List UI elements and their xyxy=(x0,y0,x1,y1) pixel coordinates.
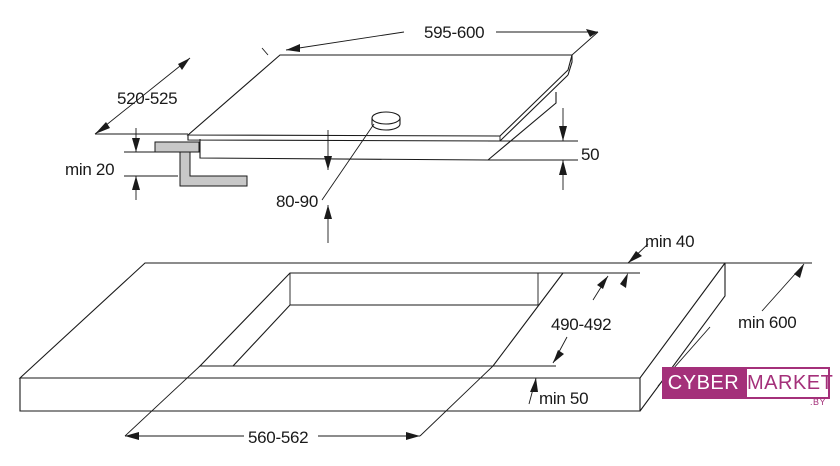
label-worktop-depth: min 600 xyxy=(738,313,796,332)
worktop-drawing xyxy=(18,262,727,412)
label-knob-offset: 80-90 xyxy=(276,192,318,211)
label-min-ledge: min 20 xyxy=(65,160,114,179)
worktop-section xyxy=(154,141,248,187)
label-hob-depth: 520-525 xyxy=(117,89,177,108)
control-knob xyxy=(371,111,401,131)
label-cutout-width: 560-562 xyxy=(248,428,308,447)
logo-left-block: CYBER xyxy=(662,367,745,399)
dimension-hob-width: 595-600 xyxy=(261,23,599,56)
logo-right-block: MARKET xyxy=(745,367,833,399)
dimension-min-back-gap: min 40 xyxy=(563,232,695,288)
hob-drawing xyxy=(154,54,573,187)
logo-domain: .BY xyxy=(809,397,826,407)
label-min-back-gap: min 40 xyxy=(645,232,694,251)
label-hob-height: 50 xyxy=(581,145,599,164)
cybermarket-logo[interactable]: CYBER MARKET .BY xyxy=(662,367,833,407)
label-cutout-depth: 490-492 xyxy=(551,315,611,334)
dimension-hob-depth: 520-525 xyxy=(94,57,191,135)
dimension-cutout-width: 560-562 xyxy=(124,365,494,447)
dimension-min-ledge: min 20 xyxy=(65,128,178,200)
dimension-cutout-depth: 490-492 xyxy=(493,275,612,367)
label-hob-width: 595-600 xyxy=(424,23,484,42)
label-min-front-gap: min 50 xyxy=(539,389,588,408)
dimension-knob-offset: 80-90 xyxy=(276,123,375,243)
dimension-min-front-gap: min 50 xyxy=(493,377,589,408)
dimension-hob-height: 50 xyxy=(488,108,600,190)
